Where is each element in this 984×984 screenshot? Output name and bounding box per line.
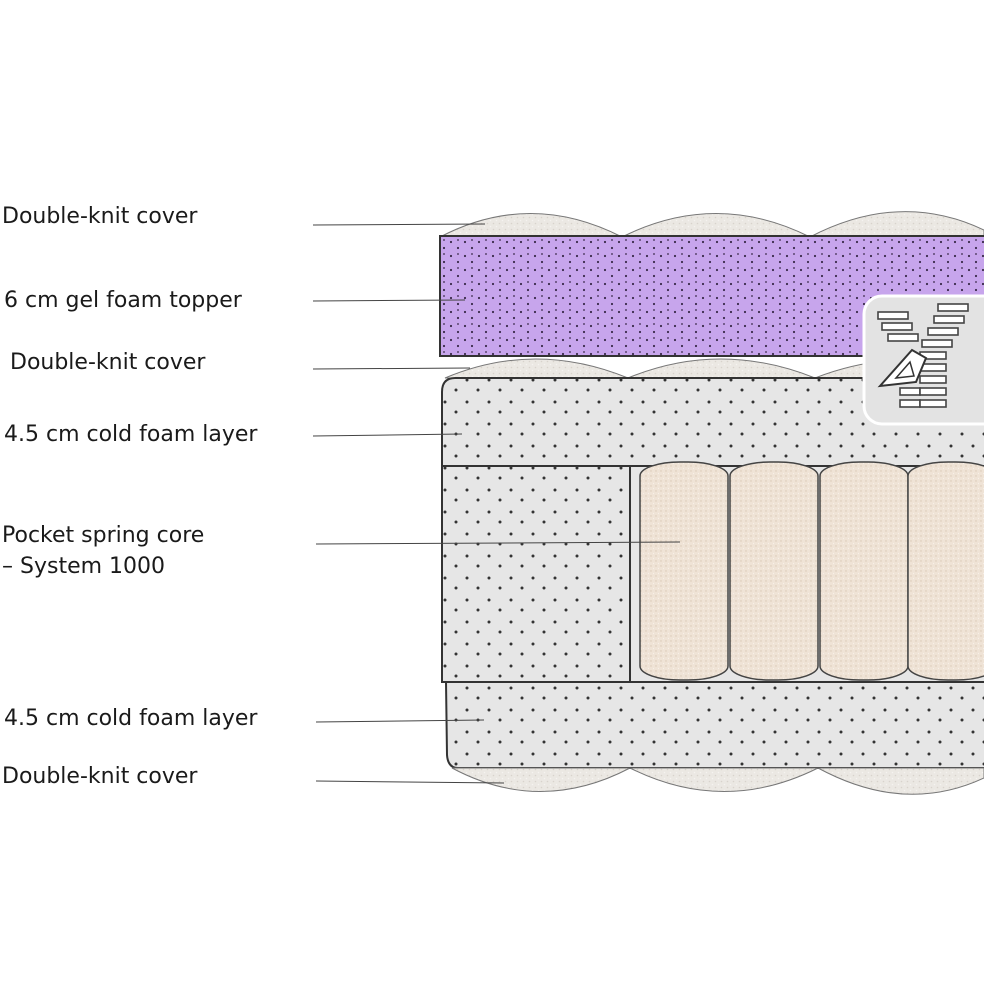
- leader-lines: [312, 223, 681, 784]
- leader-line-cold-foam-top: [312, 433, 463, 437]
- label-gel-topper: 6 cm gel foam topper: [4, 288, 242, 313]
- leader-line-cover-bottom: [315, 780, 505, 784]
- leader-line-cold-foam-bottom: [315, 719, 485, 723]
- label-pocket-core-line1: Pocket spring core: [2, 523, 205, 548]
- label-cold-foam-top: 4.5 cm cold foam layer: [4, 422, 258, 447]
- zipper-icon: [862, 294, 984, 426]
- core-side-foam: [441, 465, 631, 683]
- label-cold-foam-bottom: 4.5 cm cold foam layer: [4, 706, 258, 731]
- pocket-spring: [907, 461, 984, 681]
- pocket-spring: [729, 461, 819, 681]
- leader-line-pocket-core: [315, 541, 681, 545]
- pocket-spring: [819, 461, 909, 681]
- label-cover-bottom: Double-knit cover: [2, 764, 198, 789]
- label-cover-mid: Double-knit cover: [10, 350, 206, 375]
- leader-line-gel-topper: [312, 299, 466, 302]
- leader-line-cover-top: [312, 223, 486, 226]
- leader-line-cover-mid: [312, 367, 471, 370]
- bottom-knit-cover: [451, 767, 984, 795]
- cold-foam-layer-bottom: [444, 681, 984, 769]
- label-pocket-core-line2: – System 1000: [2, 554, 166, 579]
- pocket-springs: [639, 461, 984, 681]
- pocket-spring: [639, 461, 729, 681]
- label-cover-top: Double-knit cover: [2, 204, 198, 229]
- top-knit-cover: [439, 211, 984, 238]
